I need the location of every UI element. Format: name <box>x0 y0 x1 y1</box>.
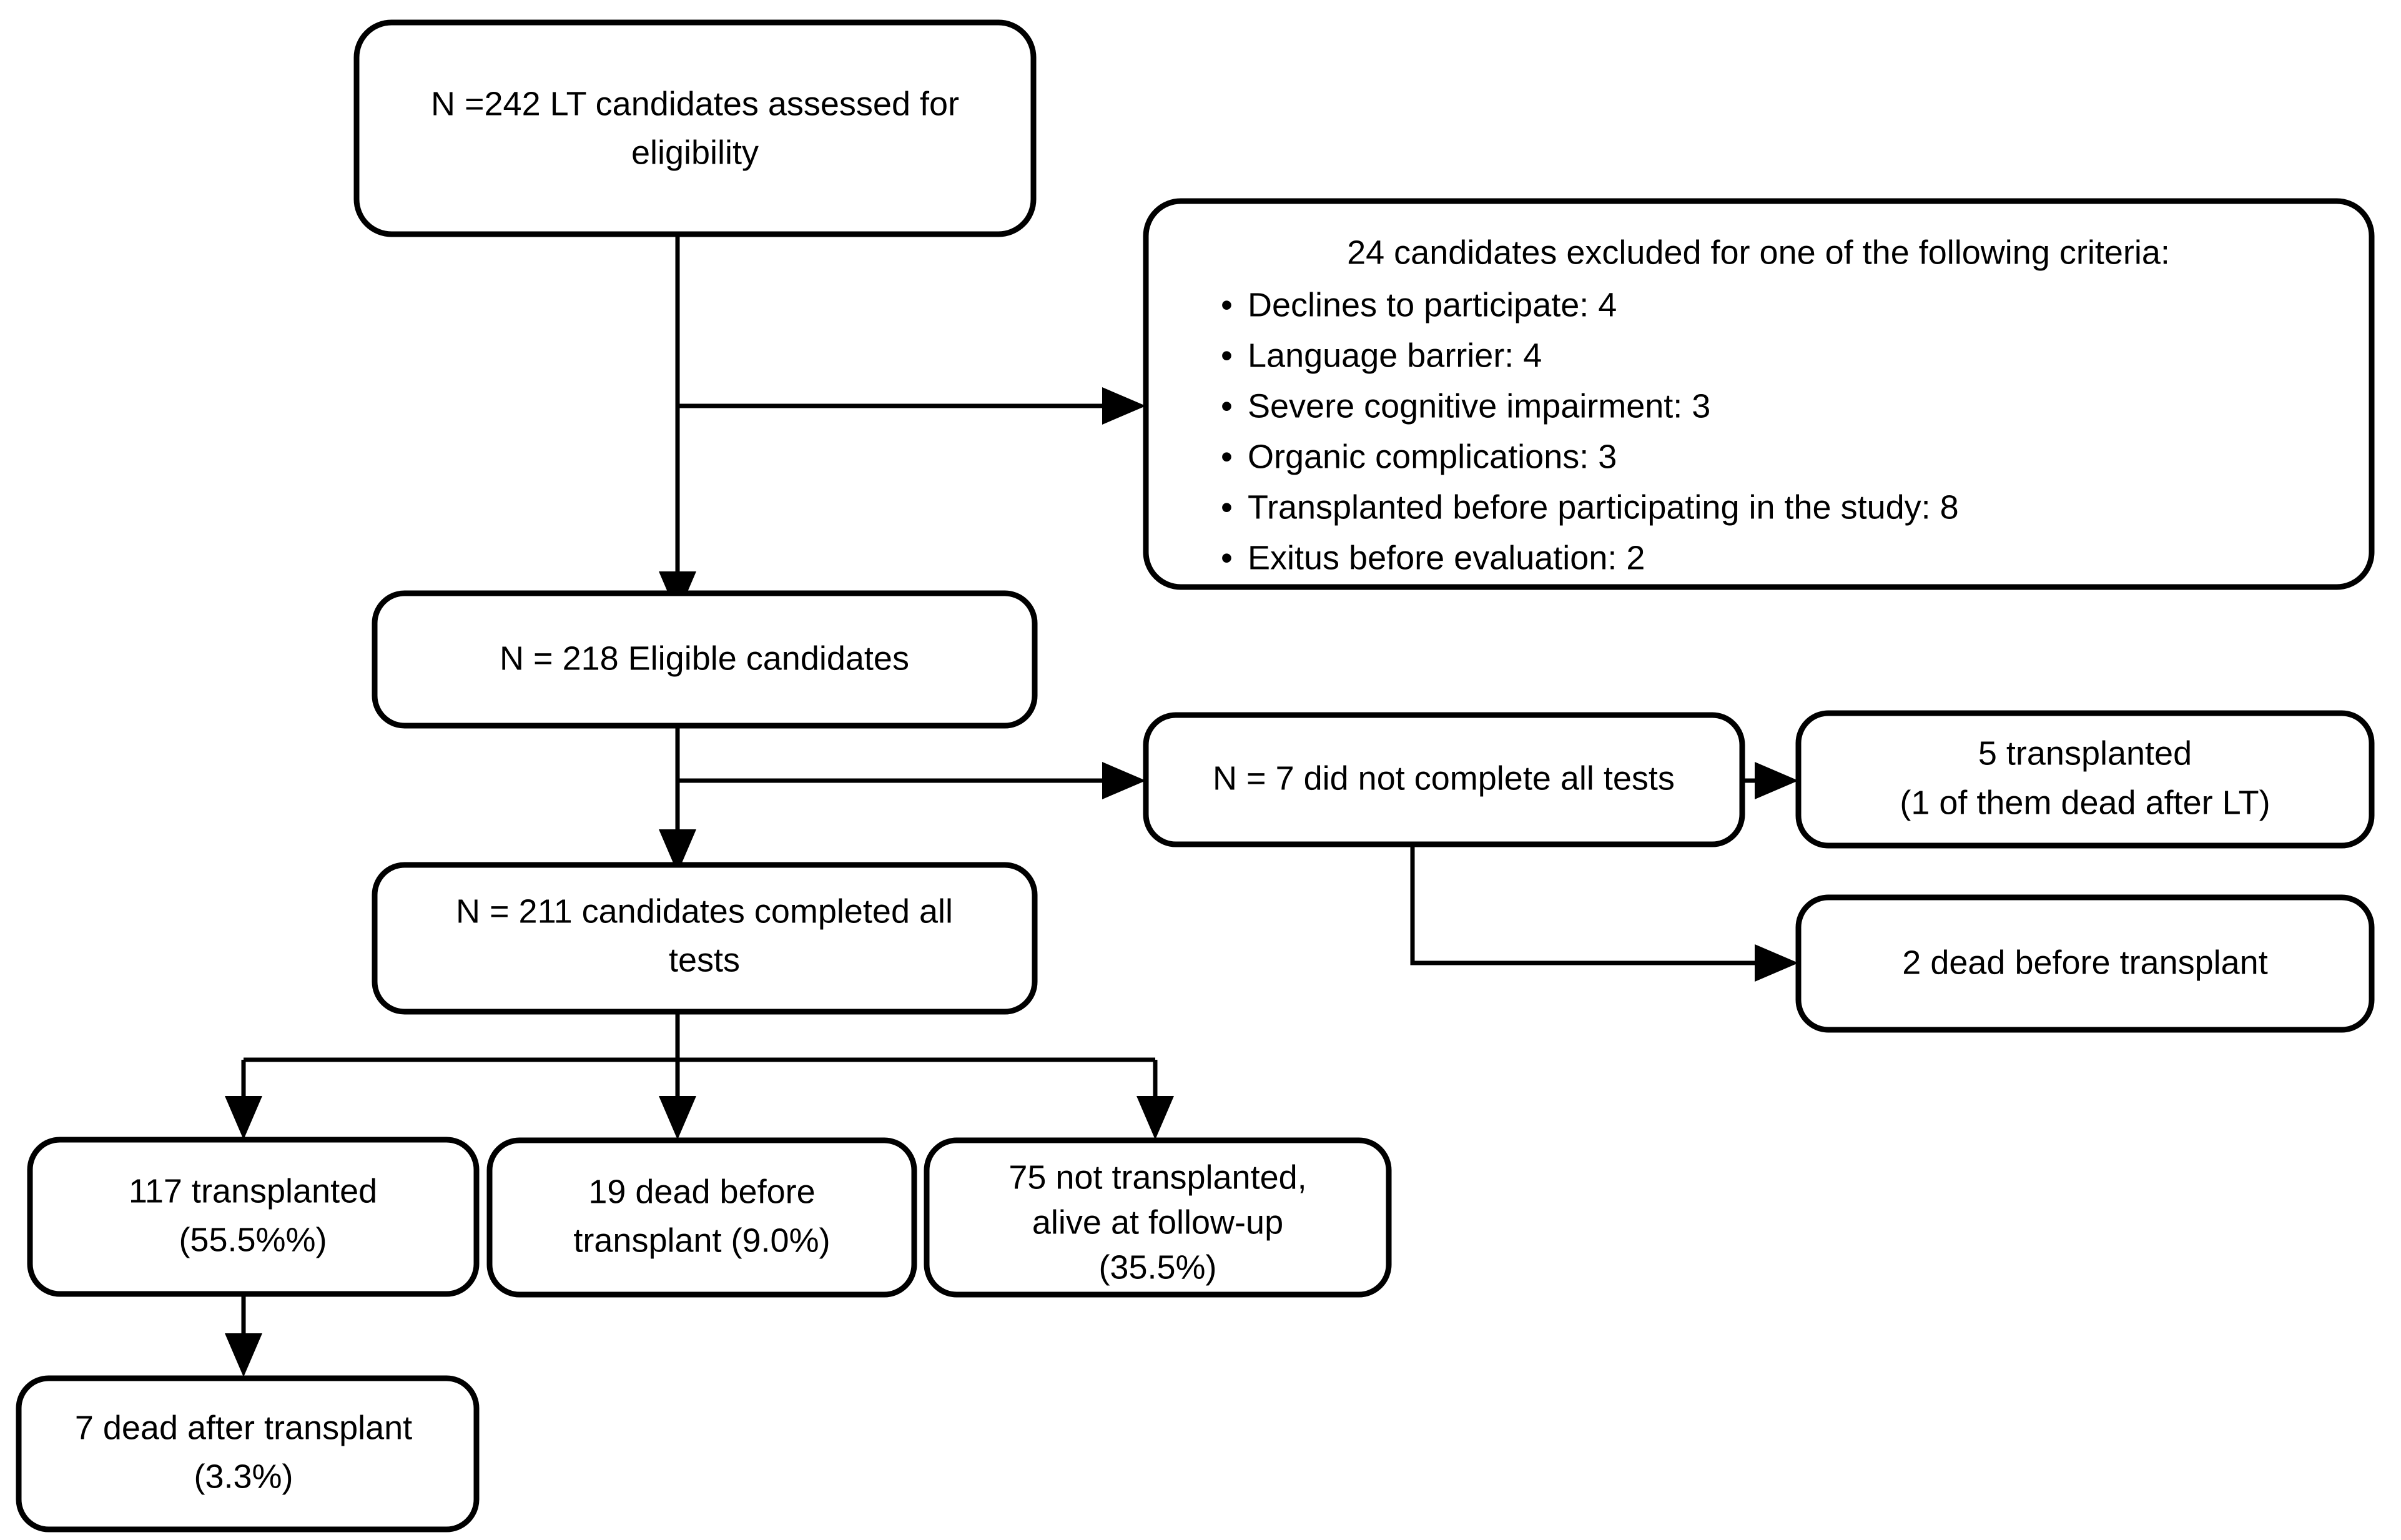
node-assessed-box <box>353 19 1037 237</box>
node-transplanted-box <box>27 1137 480 1297</box>
bullet-glyph-1: • <box>1221 337 1233 374</box>
arrowhead-assessed-to-excluded <box>1102 387 1146 425</box>
node-eligible-line1: N = 218 Eligible candidates <box>500 639 909 677</box>
node-assessed-for-eligibility[interactable]: N =242 LT candidates assessed for eligib… <box>353 19 1037 237</box>
node-dead-before-box <box>486 1137 917 1298</box>
node-excluded-heading: 24 candidates excluded for one of the fo… <box>1347 234 2170 271</box>
exclusion-bullet-item: • Severe cognitive impairment: 3 <box>1221 387 1710 425</box>
exclusion-criterion-4: Transplanted before participating in the… <box>1248 488 1959 526</box>
exclusion-bullet-item: • Transplanted before participating in t… <box>1221 488 1959 526</box>
node-completed-line2: tests <box>669 941 740 979</box>
exclusion-criterion-3: Organic complications: 3 <box>1248 438 1617 475</box>
node-dead-before-line1: 19 dead before <box>588 1173 815 1210</box>
node-incomplete-dead-line1: 2 dead before transplant <box>1902 944 2267 981</box>
exclusion-criterion-1: Language barrier: 4 <box>1248 337 1542 374</box>
arrowhead-to-transplanted <box>225 1096 262 1140</box>
node-assessed-line2: eligibility <box>631 134 759 171</box>
node-incomplete-line1: N = 7 did not complete all tests <box>1213 759 1675 797</box>
bullet-glyph-0: • <box>1221 286 1233 323</box>
node-not-transplanted-line3: (35.5%) <box>1098 1248 1216 1286</box>
exclusion-bullet-item: • Language barrier: 4 <box>1221 337 1542 374</box>
node-transplanted-line1: 117 transplanted <box>129 1172 377 1210</box>
exclusion-bullet-item: • Declines to participate: 4 <box>1221 286 1617 323</box>
arrowhead-eligible-to-incomplete <box>1102 762 1146 799</box>
arrowhead-to-not-transplanted <box>1136 1096 1174 1140</box>
exclusion-criterion-5: Exitus before evaluation: 2 <box>1248 539 1645 576</box>
node-did-not-complete-tests[interactable]: N = 7 did not complete all tests <box>1143 712 1745 847</box>
exclusion-criterion-0: Declines to participate: 4 <box>1248 286 1617 323</box>
exclusion-criterion-2: Severe cognitive impairment: 3 <box>1248 387 1710 425</box>
bullet-glyph-2: • <box>1221 387 1233 425</box>
node-not-transplanted-outcome[interactable]: 75 not transplanted, alive at follow-up … <box>924 1137 1392 1298</box>
node-incomplete-dead-box <box>1795 894 2375 1033</box>
arrowhead-incomplete-to-dead <box>1755 944 1798 982</box>
node-completed-all-tests[interactable]: N = 211 candidates completed all tests <box>372 862 1038 1015</box>
node-not-transplanted-box <box>924 1137 1392 1298</box>
node-dead-after-line2: (3.3%) <box>194 1458 293 1495</box>
node-incomplete-transplanted-box <box>1795 710 2375 849</box>
node-incomplete-transplanted-line1: 5 transplanted <box>1978 734 2192 772</box>
node-eligible-box <box>372 590 1038 729</box>
arrowhead-to-dead-before <box>659 1096 696 1140</box>
node-completed-line1: N = 211 candidates completed all <box>456 892 953 930</box>
connector-incomplete-to-dead <box>1410 844 1780 965</box>
arrowhead-eligible-to-completed <box>659 829 696 873</box>
bullet-glyph-5: • <box>1221 539 1233 576</box>
node-excluded-criteria[interactable]: 24 candidates excluded for one of the fo… <box>1143 198 2375 590</box>
node-not-transplanted-line2: alive at follow-up <box>1032 1203 1283 1241</box>
node-dead-after-box <box>16 1375 480 1533</box>
node-dead-before-transplant-outcome[interactable]: 19 dead before transplant (9.0%) <box>486 1137 917 1298</box>
node-eligible-candidates[interactable]: N = 218 Eligible candidates <box>372 590 1038 729</box>
node-incomplete-transplanted[interactable]: 5 transplanted (1 of them dead after LT) <box>1795 710 2375 849</box>
node-incomplete-transplanted-line2: (1 of them dead after LT) <box>1900 784 2270 821</box>
node-transplanted-outcome[interactable]: 117 transplanted (55.5%%) <box>27 1137 480 1297</box>
node-incomplete-dead-before-transplant[interactable]: 2 dead before transplant <box>1795 894 2375 1033</box>
node-transplanted-line2: (55.5%%) <box>179 1221 327 1258</box>
exclusion-bullet-item: • Exitus before evaluation: 2 <box>1221 539 1645 576</box>
node-not-transplanted-line1: 75 not transplanted, <box>1008 1158 1306 1196</box>
node-excluded-box <box>1143 198 2375 590</box>
node-dead-after-transplant-outcome[interactable]: 7 dead after transplant (3.3%) <box>16 1375 480 1533</box>
exclusion-bullet-item: • Organic complications: 3 <box>1221 438 1617 475</box>
node-incomplete-box <box>1143 712 1745 847</box>
node-dead-before-line2: transplant (9.0%) <box>573 1222 830 1259</box>
bullet-glyph-3: • <box>1221 438 1233 475</box>
bullet-glyph-4: • <box>1221 488 1233 526</box>
node-completed-box <box>372 862 1038 1015</box>
node-assessed-line1: N =242 LT candidates assessed for <box>431 85 959 122</box>
connector-layer <box>225 234 1798 1377</box>
node-dead-after-line1: 7 dead after transplant <box>75 1409 412 1446</box>
arrowhead-to-dead-after <box>225 1333 262 1377</box>
arrowhead-incomplete-to-transplanted <box>1755 762 1798 799</box>
